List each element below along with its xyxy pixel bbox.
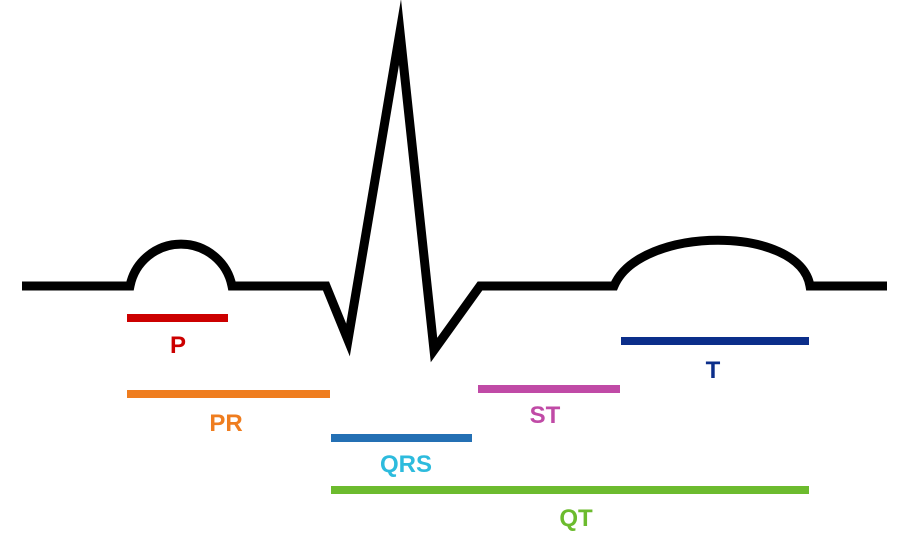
- ecg-waveform: [22, 0, 887, 363]
- p-wave-label: P: [170, 332, 186, 359]
- pr-interval-label: PR: [209, 410, 242, 437]
- st-segment-label: ST: [530, 402, 561, 429]
- t-wave-label: T: [706, 357, 721, 384]
- qrs-complex-label: QRS: [380, 451, 432, 478]
- qt-interval-label: QT: [559, 505, 593, 532]
